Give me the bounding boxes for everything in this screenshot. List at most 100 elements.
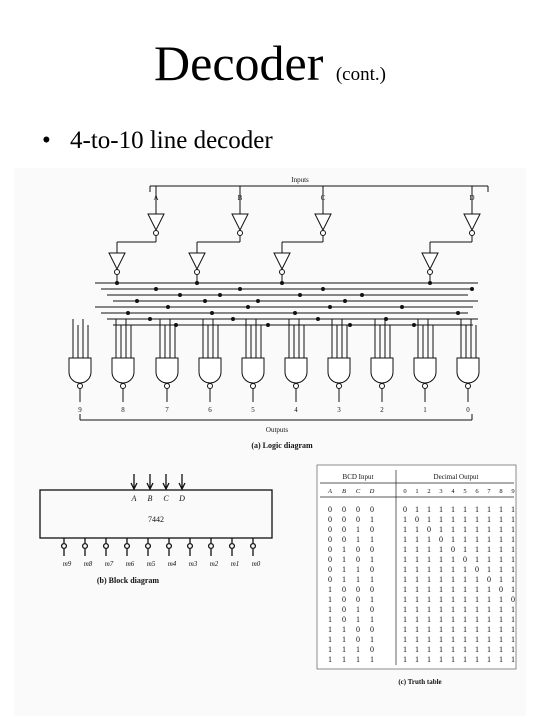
truth-table-output-cell: 1 <box>451 655 455 664</box>
truth-table-output-cell: 1 <box>427 555 431 564</box>
junction-dot-24 <box>148 317 152 321</box>
title-main: Decoder <box>154 35 324 91</box>
inverter2-c-bubble <box>279 269 285 275</box>
output-number-4: 4 <box>294 406 298 414</box>
truth-table-output-cell: 1 <box>439 525 443 534</box>
truth-table-output-cell: 1 <box>511 545 515 554</box>
truth-table-output-cell: 1 <box>439 555 443 564</box>
truth-table-output-cell: 1 <box>427 655 431 664</box>
truth-table-output-cell: 0 <box>487 575 491 584</box>
truth-table-output-cell: 1 <box>499 575 503 584</box>
bullet-icon: • <box>42 127 51 154</box>
junction-dot-29 <box>266 323 270 327</box>
truth-table-input-cell: 1 <box>342 625 346 634</box>
truth-table-output-cell: 1 <box>511 565 515 574</box>
inverter2-a <box>108 252 126 271</box>
inverter-b-bubble <box>237 230 243 236</box>
block-output-label-m8: m8 <box>84 560 93 568</box>
truth-table-output-cell: 1 <box>463 595 467 604</box>
truth-table-output-cell: 1 <box>511 535 515 544</box>
truth-table-output-cell: 1 <box>499 625 503 634</box>
truth-table-output-cell: 1 <box>463 575 467 584</box>
truth-table-output-cell: 1 <box>487 605 491 614</box>
truth-table-output-cell: 1 <box>403 645 407 654</box>
junction-dot-6 <box>321 287 325 291</box>
truth-table-output-cell: 1 <box>427 595 431 604</box>
truth-table-input-cell: 0 <box>370 585 374 594</box>
truth-table-input-cell: 0 <box>328 525 332 534</box>
truth-table-output-cell: 1 <box>451 585 455 594</box>
block-output-label-m1: m1 <box>231 560 240 568</box>
truth-table-output-cell: 1 <box>427 515 431 524</box>
truth-table-input-cell: 1 <box>370 515 374 524</box>
output-column-header-1: 1 <box>415 488 418 495</box>
truth-table-output-cell: 0 <box>403 505 407 514</box>
nand-gate-4 <box>284 357 308 384</box>
truth-table-input-cell: 1 <box>356 535 360 544</box>
truth-table-output-cell: 1 <box>463 565 467 574</box>
truth-table-input-cell: 0 <box>356 555 360 564</box>
truth-table-output-cell: 1 <box>499 605 503 614</box>
truth-table-output-cell: 1 <box>415 505 419 514</box>
truth-table-output-cell: 1 <box>499 645 503 654</box>
truth-table-input-cell: 1 <box>328 625 332 634</box>
truth-table-output-cell: 1 <box>487 505 491 514</box>
truth-table-output-cell: 0 <box>439 535 443 544</box>
block-output-label-m0: m0 <box>252 560 261 568</box>
truth-table-output-cell: 0 <box>463 555 467 564</box>
truth-table-output-cell: 1 <box>499 555 503 564</box>
junction-dot-0 <box>115 281 119 285</box>
truth-table-caption: (c) Truth table <box>398 678 441 686</box>
truth-table-output-cell: 1 <box>463 505 467 514</box>
nand-bubble-1 <box>422 383 428 389</box>
truth-table-output-cell: 1 <box>403 535 407 544</box>
truth-table-output-cell: 1 <box>499 535 503 544</box>
truth-table-output-cell: 1 <box>427 645 431 654</box>
nand-bubble-0 <box>465 383 471 389</box>
block-input-label-d: D <box>178 494 185 503</box>
truth-table-output-cell: 1 <box>463 625 467 634</box>
output-number-3: 3 <box>337 406 341 414</box>
truth-table-input-cell: 0 <box>342 615 346 624</box>
output-number-5: 5 <box>251 406 255 414</box>
truth-table-input-cell: 0 <box>328 555 332 564</box>
truth-table-input-cell: 1 <box>370 615 374 624</box>
truth-table-output-cell: 1 <box>475 635 479 644</box>
truth-table-output-cell: 0 <box>475 565 479 574</box>
truth-table-output-cell: 1 <box>415 585 419 594</box>
block-output-bubble-m5 <box>144 542 152 550</box>
truth-table-output-cell: 1 <box>475 625 479 634</box>
output-number-1: 1 <box>423 406 427 414</box>
truth-table-output-cell: 1 <box>403 545 407 554</box>
junction-dot-4 <box>154 287 158 291</box>
truth-table-output-cell: 1 <box>451 635 455 644</box>
junction-dot-11 <box>360 293 364 297</box>
bullet-text: 4-to-10 line decoder <box>70 127 273 154</box>
truth-table-output-cell: 1 <box>439 575 443 584</box>
truth-table-input-cell: 0 <box>370 605 374 614</box>
truth-table-output-cell: 1 <box>499 635 503 644</box>
block-output-bubble-m9 <box>60 542 68 550</box>
truth-table-output-cell: 1 <box>499 655 503 664</box>
truth-table-input-cell: 0 <box>342 515 346 524</box>
inverter-d-bubble <box>469 230 475 236</box>
nand-gate-9 <box>68 357 92 384</box>
truth-table-input-cell: 0 <box>356 635 360 644</box>
block-output-bubble-m6 <box>123 542 131 550</box>
truth-table-input-cell: 1 <box>342 555 346 564</box>
truth-table-output-cell: 1 <box>487 565 491 574</box>
output-column-header-6: 6 <box>475 488 479 495</box>
truth-table-output-cell: 1 <box>511 585 515 594</box>
block-input-label-b: B <box>148 494 153 503</box>
truth-table-output-cell: 1 <box>463 605 467 614</box>
block-input-label-a: A <box>131 494 137 503</box>
truth-table-input-cell: 0 <box>342 585 346 594</box>
truth-table-input-cell: 0 <box>328 535 332 544</box>
truth-table-output-cell: 1 <box>487 535 491 544</box>
truth-table-input-cell: 0 <box>370 625 374 634</box>
truth-table-input-cell: 0 <box>342 535 346 544</box>
truth-table-output-cell: 1 <box>415 635 419 644</box>
